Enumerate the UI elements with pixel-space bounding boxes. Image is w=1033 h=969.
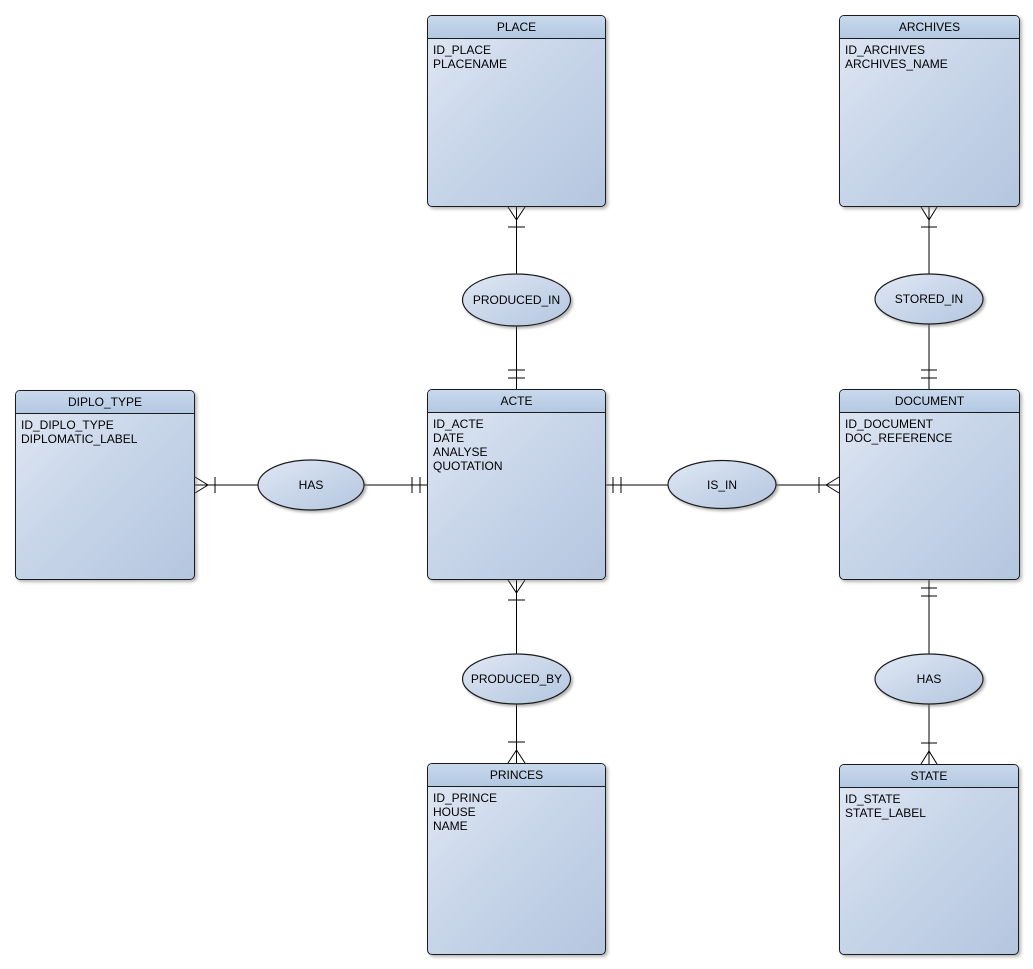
connector-produced-in-acte[interactable] [508, 326, 525, 389]
entity-state[interactable]: STATE ID_STATE STATE_LABEL [839, 764, 1019, 955]
connector-stored-in-document[interactable] [921, 324, 937, 389]
attribute: QUOTATION [433, 459, 503, 473]
attribute: ID_ARCHIVES [845, 43, 926, 57]
attribute: ID_DIPLO_TYPE [21, 418, 114, 432]
entity-state-title: STATE [840, 765, 1018, 788]
relationship-produced-in[interactable]: PRODUCED_IN [461, 273, 572, 327]
crowfoot-document-end [825, 476, 840, 494]
attribute: ID_STATE [845, 792, 901, 806]
crowfoot-acte-bottom [507, 579, 526, 594]
entity-princes[interactable]: PRINCES ID_PRINCE HOUSE NAME [427, 763, 606, 955]
crowfoot-archives-end [920, 206, 938, 221]
attribute: STATE_LABEL [845, 806, 926, 820]
double-tick-document-bottom [921, 587, 937, 597]
entity-document-title: DOCUMENT [840, 390, 1019, 413]
attribute: ID_ACTE [433, 417, 484, 431]
connector-produced-by-princes[interactable] [507, 703, 526, 764]
entity-diplo-type-title: DIPLO_TYPE [16, 391, 194, 414]
connector-document-has[interactable] [921, 580, 937, 655]
attribute: ID_PRINCE [433, 791, 498, 805]
crowfoot-place-end [507, 206, 526, 221]
entity-princes-title: PRINCES [428, 764, 605, 787]
entity-place-title: PLACE [428, 16, 605, 39]
attribute: ARCHIVES_NAME [845, 57, 948, 71]
attribute: DOC_REFERENCE [845, 431, 953, 445]
entity-acte-title: ACTE [428, 390, 605, 413]
entity-archives-title: ARCHIVES [840, 16, 1019, 39]
attribute: ID_DOCUMENT [845, 417, 934, 431]
connector-has-acte[interactable] [364, 477, 427, 493]
attribute: PLACENAME [433, 57, 508, 71]
connector-archives-stored-in[interactable] [920, 206, 938, 275]
relationship-has-state-label: HAS [917, 672, 942, 686]
relationship-is-in-label: IS_IN [707, 478, 737, 492]
connector-has-state[interactable] [920, 703, 938, 765]
connector-place-produced-in[interactable] [507, 206, 526, 275]
relationship-produced-by[interactable]: PRODUCED_BY [461, 653, 572, 705]
attribute: ID_PLACE [433, 43, 492, 57]
double-tick-acte-left [411, 477, 421, 493]
crowfoot-state-end [920, 750, 938, 765]
entity-archives[interactable]: ARCHIVES ID_ARCHIVES ARCHIVES_NAME [839, 15, 1020, 207]
entity-diplo-type[interactable]: DIPLO_TYPE ID_DIPLO_TYPE DIPLOMATIC_LABE… [15, 390, 195, 580]
entity-acte[interactable]: ACTE ID_ACTE DATE ANALYSE QUOTATION [427, 389, 606, 580]
attribute: DATE [433, 431, 465, 445]
attribute: NAME [433, 819, 468, 833]
connector-diplo-type-has[interactable] [194, 476, 258, 494]
double-tick-acte-top [508, 369, 525, 379]
crowfoot-princes-end [507, 749, 526, 764]
relationship-produced-by-label: PRODUCED_BY [471, 672, 562, 686]
relationship-has-diplo[interactable]: HAS [257, 459, 365, 511]
relationship-stored-in-label: STORED_IN [895, 292, 963, 306]
entity-place[interactable]: PLACE ID_PLACE PLACENAME [427, 15, 606, 207]
entity-document[interactable]: DOCUMENT ID_DOCUMENT DOC_REFERENCE [839, 389, 1020, 580]
relationship-has-diplo-label: HAS [299, 478, 324, 492]
connector-acte-is-in[interactable] [606, 477, 668, 493]
double-tick-document-top [921, 369, 937, 379]
relationship-stored-in[interactable]: STORED_IN [874, 273, 984, 325]
connector-acte-produced-by[interactable] [507, 579, 526, 655]
double-tick-acte-right [612, 477, 622, 493]
attribute: ANALYSE [433, 445, 488, 459]
attribute: HOUSE [433, 805, 476, 819]
relationship-is-in[interactable]: IS_IN [667, 459, 777, 510]
relationship-produced-in-label: PRODUCED_IN [473, 293, 560, 307]
crowfoot-diplo-type-end [194, 476, 209, 494]
connector-is-in-document[interactable] [776, 476, 840, 494]
relationship-has-state[interactable]: HAS [874, 653, 984, 705]
attribute: DIPLOMATIC_LABEL [21, 432, 138, 446]
